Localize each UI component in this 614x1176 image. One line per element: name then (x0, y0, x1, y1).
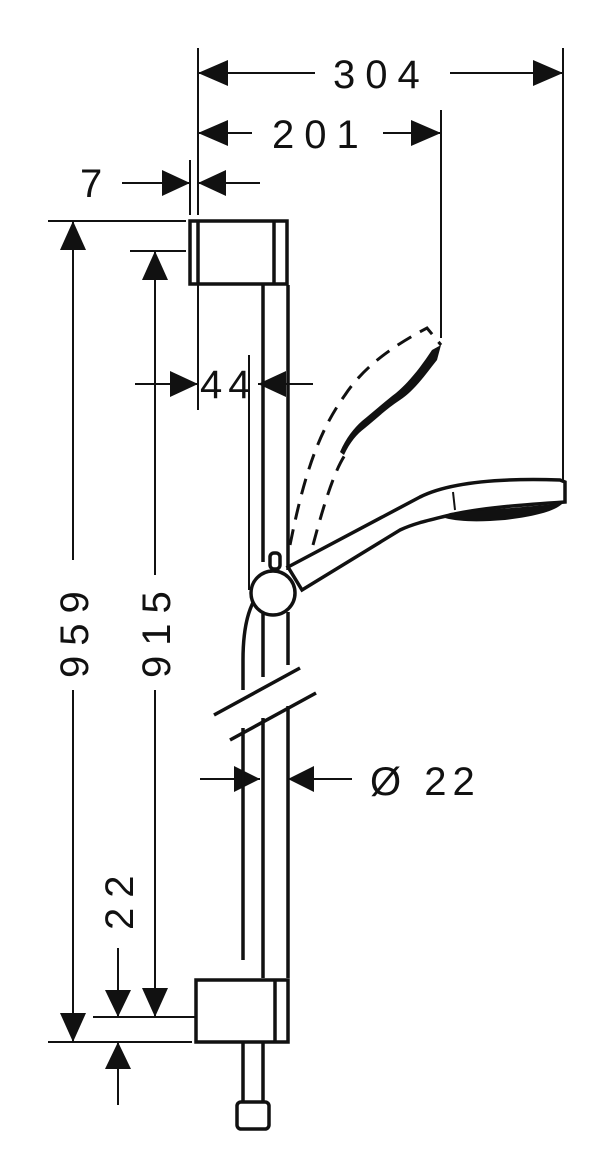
extension-lines (48, 48, 564, 1043)
bottom-wall-bracket (194, 978, 290, 1044)
dim-label-304: 304 (333, 53, 430, 97)
dimension-22-lower: 22 (98, 866, 142, 1105)
dimension-201: 201 (198, 113, 441, 157)
dim-label-22: 22 (98, 866, 142, 931)
dim-label-7: 7 (80, 162, 112, 206)
dim-label-915: 915 (135, 581, 179, 678)
dim-label-959: 959 (53, 581, 97, 678)
hose-connector (235, 1100, 271, 1131)
shower-rail (261, 285, 290, 978)
handshower-tilted (288, 326, 443, 546)
dim-label-diameter-22: Ø 22 (370, 760, 481, 804)
dimension-7: 7 (80, 162, 260, 206)
break-lines (213, 666, 317, 742)
top-wall-bracket (188, 219, 289, 286)
dimension-diameter-22: Ø 22 (200, 760, 481, 804)
dim-label-44: 44 (200, 363, 257, 407)
dimension-915: 915 (135, 251, 179, 1017)
dimension-304: 304 (198, 53, 563, 97)
dimension-959: 959 (53, 221, 97, 1042)
handshower (285, 477, 567, 593)
dimension-44: 44 (135, 363, 313, 407)
slider (249, 551, 297, 617)
dim-label-201: 201 (272, 113, 369, 157)
